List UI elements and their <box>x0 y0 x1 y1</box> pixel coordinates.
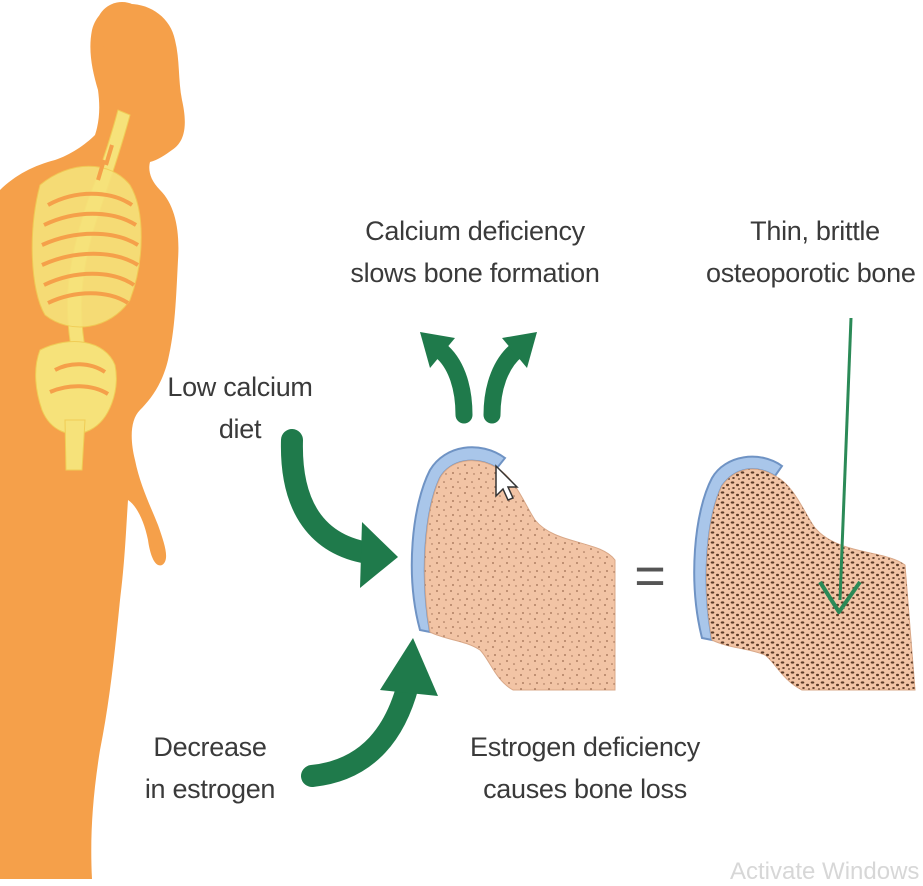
arrow-low-calcium <box>292 440 368 553</box>
bone-texture-2 <box>707 469 915 690</box>
label-thin-brittle: Thin, brittle osteoporotic bone <box>690 210 923 294</box>
label-low-calcium: Low calcium diet <box>160 366 320 450</box>
label-decrease-estrogen: Decrease in estrogen <box>140 726 280 810</box>
bone-texture <box>425 461 615 690</box>
arrow-up-right <box>492 350 517 415</box>
arrowhead-decrease-estrogen <box>380 638 438 696</box>
osteoporotic-femur-head <box>694 457 915 690</box>
arrowhead-low-calcium <box>360 522 398 588</box>
arrow-decrease-estrogen <box>312 685 408 776</box>
activation-watermark: Activate Windows <box>730 858 919 886</box>
femur-upper <box>65 420 85 470</box>
arrow-up-left <box>440 350 464 415</box>
label-calcium-deficiency: Calcium deficiency slows bone formation <box>345 210 605 294</box>
equals-sign: = <box>634 546 666 606</box>
label-estrogen-deficiency: Estrogen deficiency causes bone loss <box>465 726 705 810</box>
hair-bun <box>96 2 148 54</box>
